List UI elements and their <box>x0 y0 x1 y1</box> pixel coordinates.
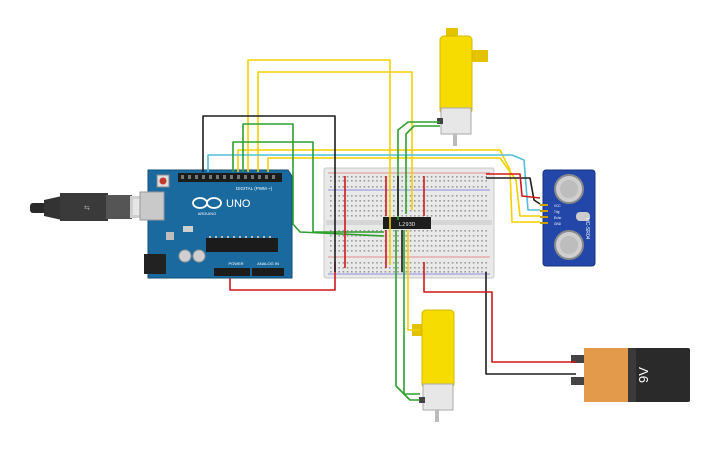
arduino-uno-board[interactable]: DIGITAL (PWM ~) UNO ARDUINO POWER ANALOG… <box>139 169 293 279</box>
motor-driver-chip[interactable]: L293D <box>383 217 431 229</box>
sensor-pin-echo: Echo <box>554 216 561 220</box>
digital-header-label: DIGITAL (PWM ~) <box>236 186 273 191</box>
wire-yellow-4[interactable] <box>267 157 540 217</box>
wire-yellow-5[interactable] <box>407 230 420 331</box>
arduino-logo-icon <box>192 197 222 209</box>
motor-bottom[interactable] <box>412 309 455 422</box>
wire-red-2[interactable] <box>229 262 336 291</box>
wire-green-1[interactable] <box>232 141 384 233</box>
wire-black-3[interactable] <box>485 272 576 375</box>
wire-green-4[interactable] <box>405 125 440 214</box>
wire-black-1[interactable] <box>202 115 336 178</box>
svg-text:⇆: ⇆ <box>84 205 90 212</box>
ultrasonic-sensor[interactable]: HC-SR04 VCC Trig Echo GND <box>540 169 596 267</box>
wire-green-6[interactable] <box>395 230 420 401</box>
sensor-pin-gnd: GND <box>554 222 562 226</box>
wires <box>202 59 576 401</box>
wire-green-3[interactable] <box>397 121 440 220</box>
chip-label: L293D <box>399 222 416 228</box>
analog-label: ANALOG IN <box>257 261 279 266</box>
wire-cyan[interactable] <box>207 154 540 211</box>
battery-label: 9V <box>636 367 651 383</box>
wire-black-2[interactable] <box>486 177 541 205</box>
power-label: POWER <box>228 261 243 266</box>
sensor-pin-vcc: VCC <box>554 204 561 208</box>
wire-yellow-2[interactable] <box>257 71 413 210</box>
wire-green-2[interactable] <box>242 123 385 237</box>
sensor-model: HC-SR04 <box>584 218 590 240</box>
sensor-pin-trig: Trig <box>554 210 560 214</box>
motor-top[interactable] <box>437 28 488 146</box>
brand-label: ARDUINO <box>198 211 216 216</box>
wire-red-1[interactable] <box>486 173 541 199</box>
wire-yellow-3[interactable] <box>237 149 540 223</box>
battery-9v[interactable]: 9V <box>571 348 690 402</box>
board-model: UNO <box>226 198 251 210</box>
wire-red-3[interactable] <box>423 262 576 363</box>
